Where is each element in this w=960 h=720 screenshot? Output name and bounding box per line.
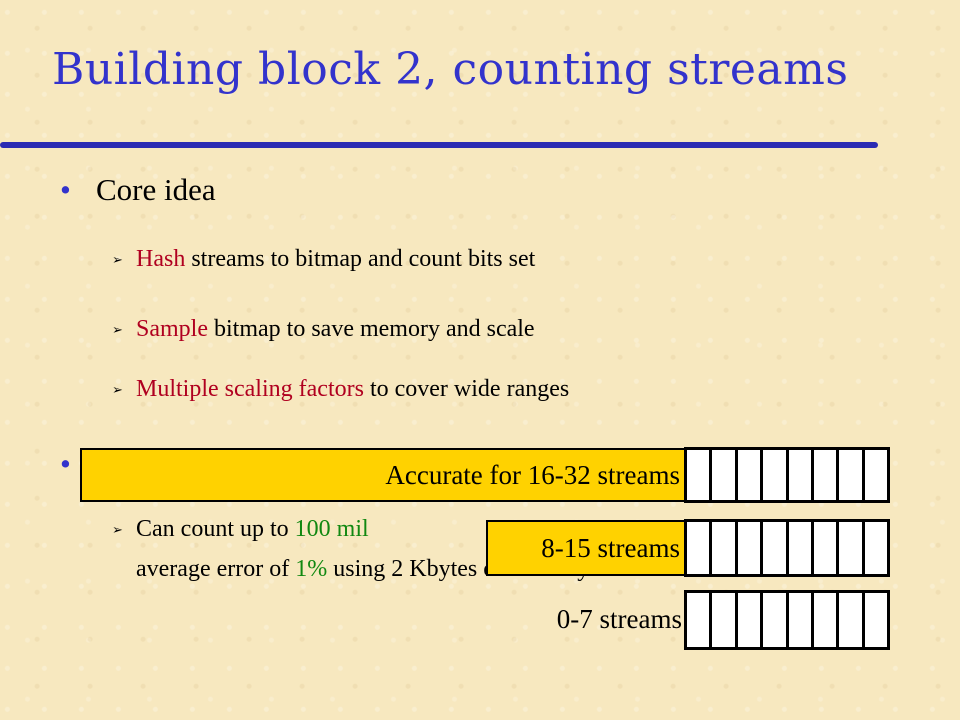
bitmap-cell [734,593,760,647]
label-0-7: 0-7 streams [556,604,682,634]
bitmap-cell [836,522,861,574]
bitmap-cell [810,593,836,647]
bitmap-8-15 [684,519,890,577]
bitmap-cell [861,450,887,500]
bitmap-cell [709,593,734,647]
bitmap-cell [785,593,811,647]
highlight-text: Sample [136,316,208,342]
bitmap-0-7 [684,590,890,650]
sub-bullet-text: to cover wide ranges [363,376,570,402]
bitmap-cell [709,522,734,574]
arrow-bullet-icon: ➢ [112,522,123,538]
bitmap-16-32 [684,447,890,503]
bitmap-cell [836,593,861,647]
bitmap-cell [810,522,836,574]
arrow-bullet-icon: ➢ [112,382,123,398]
bitmap-cell [687,450,709,500]
bullet-core-idea: • Core idea [60,172,216,208]
bitmap-cell [709,450,734,500]
sub-bullet-sample: ➢ Sample bitmap to save memory and scale [112,316,535,343]
bullet-dot-icon: • [60,172,71,207]
bullet-second: • [60,446,96,482]
sub-bullet-text: bitmap to save memory and scale [208,316,535,342]
sub-bullet-text: average error of [136,556,296,582]
bitmap-cell [810,450,836,500]
bitmap-cell [785,522,811,574]
label-box-16-32: Accurate for 16-32 streams [80,448,688,502]
label-box-8-15: 8-15 streams [486,520,688,576]
sub-bullet-count-line1: ➢ Can count up to 100 mil [112,516,369,543]
sub-bullet-multiple: ➢ Multiple scaling factors to cover wide … [112,376,569,403]
bitmap-cell [760,593,785,647]
bitmap-cell [785,450,811,500]
bitmap-cell [687,593,709,647]
sub-bullet-hash: ➢ Hash streams to bitmap and count bits s… [112,246,535,273]
highlight-text: Hash [136,246,186,272]
arrow-bullet-icon: ➢ [112,252,123,268]
bitmap-cell [836,450,861,500]
highlight-text: 100 mil [294,516,369,542]
bitmap-cell [687,522,709,574]
bullet-dot-icon: • [60,446,71,481]
sub-bullet-text: streams to bitmap and count bits set [185,246,536,272]
highlight-text: Multiple scaling factors [136,376,364,402]
arrow-bullet-icon: ➢ [112,322,123,338]
bitmap-cell [734,450,760,500]
title-underline [0,142,878,148]
bitmap-cell [760,450,785,500]
highlight-text: 1% [295,556,328,582]
slide-title: Building block 2, counting streams [52,44,849,95]
bitmap-cell [861,593,887,647]
bitmap-cell [760,522,785,574]
bitmap-cell [734,522,760,574]
sub-bullet-text: Can count up to [136,516,295,542]
bitmap-cell [861,522,887,574]
bullet-text: Core idea [96,172,216,207]
